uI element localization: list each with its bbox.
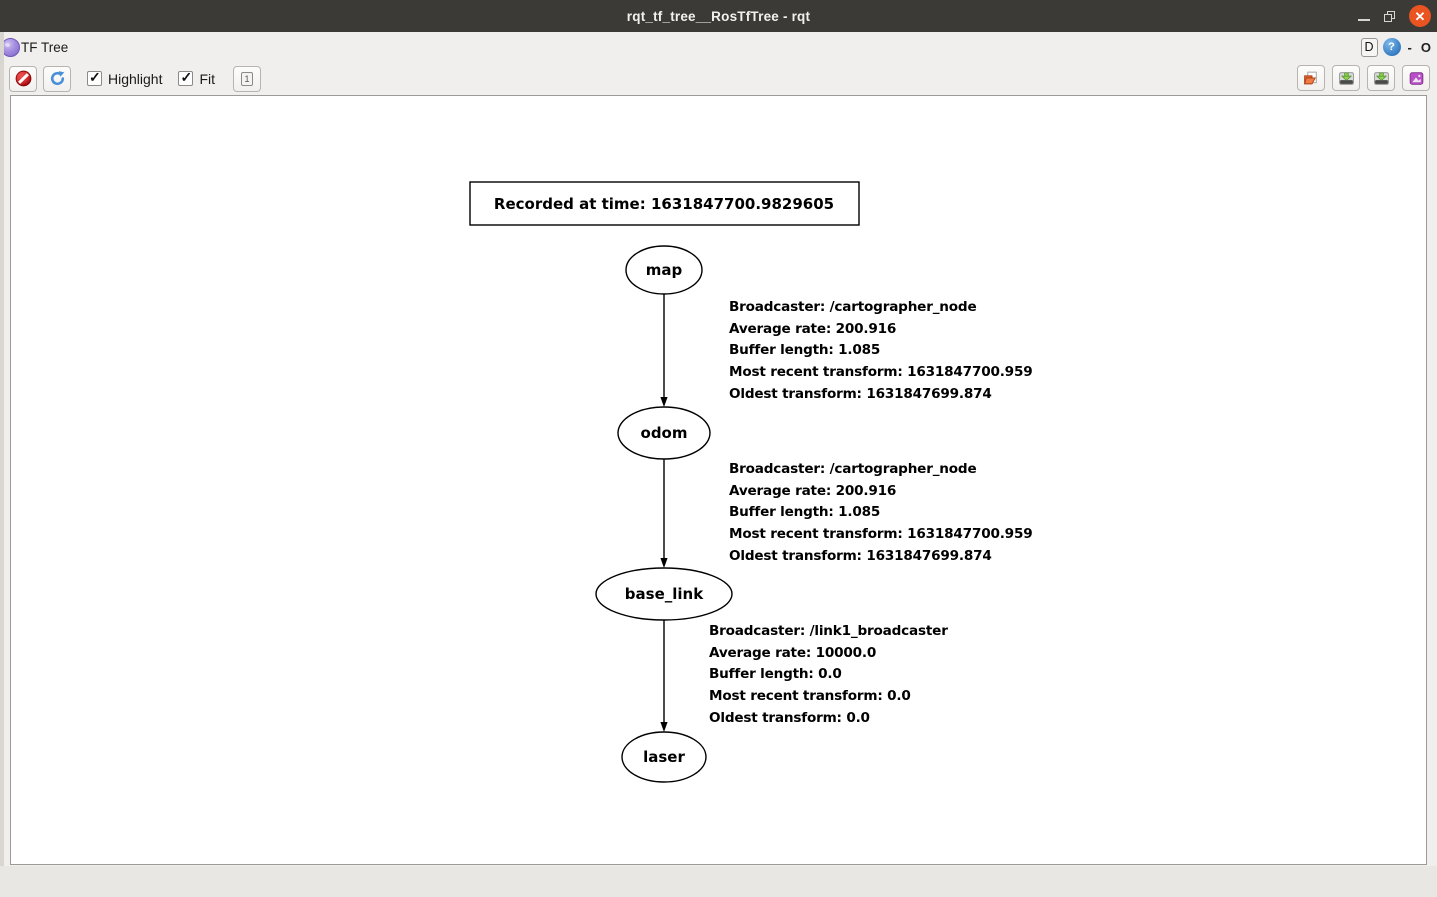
node-laser	[621, 731, 707, 783]
image-icon	[1409, 71, 1423, 85]
edge-broadcaster: Broadcaster: /cartographer_node	[729, 461, 977, 477]
save-drive-icon	[1338, 71, 1354, 85]
edge-average-rate: Average rate: 200.916	[729, 320, 897, 337]
edge-baselink-laser	[660, 620, 668, 732]
edge-average-rate: Average rate: 10000.0	[709, 644, 877, 661]
tf-tree-canvas[interactable]: Recorded at time: 1631847700.9829605 map…	[10, 95, 1427, 865]
edge-buffer-length: Buffer length: 1.085	[729, 342, 881, 359]
edge-broadcaster: Broadcaster: /cartographer_node	[729, 299, 977, 315]
node-label-laser: laser	[643, 748, 685, 766]
node-odom	[617, 406, 711, 460]
dock-controls: D ? - O	[1360, 32, 1433, 62]
fit-checkbox-group[interactable]: Fit	[178, 69, 216, 87]
window-bottom-margin	[0, 866, 1437, 897]
clear-highlight-button[interactable]	[9, 65, 37, 92]
tf-tree-toolbar: Highlight Fit 1	[0, 62, 1437, 95]
refresh-icon	[50, 71, 64, 86]
fit-label: Fit	[199, 70, 216, 87]
edge-most-recent: Most recent transform: 1631847700.959	[729, 526, 1033, 543]
edge-label-map-odom: Broadcaster: /cartographer_node Average …	[729, 297, 1033, 406]
edge-oldest: Oldest transform: 1631847699.874	[729, 385, 992, 402]
save-dot-button[interactable]	[1332, 65, 1360, 91]
refresh-button[interactable]	[43, 65, 71, 92]
node-base-link	[595, 567, 733, 621]
edge-map-odom	[660, 294, 668, 407]
load-dot-button[interactable]	[1297, 65, 1325, 91]
edge-buffer-length: Buffer length: 0.0	[709, 666, 842, 683]
edge-buffer-length: Buffer length: 1.085	[729, 504, 881, 521]
dock-minimize-button[interactable]: -	[1407, 39, 1412, 55]
minimize-icon[interactable]	[1358, 19, 1370, 21]
dock-splitter[interactable]	[0, 32, 4, 897]
arrowhead-icon	[660, 558, 668, 568]
open-folder-icon	[1303, 71, 1317, 84]
close-icon[interactable]: ✕	[1409, 5, 1431, 27]
save-drive-icon	[1373, 71, 1389, 85]
edge-oldest: Oldest transform: 1631847699.874	[729, 547, 992, 564]
edge-oldest: Oldest transform: 0.0	[709, 709, 870, 726]
no-entry-icon	[15, 70, 31, 87]
edge-broadcaster: Broadcaster: /link1_broadcaster	[709, 623, 948, 639]
node-label-base-link: base_link	[624, 585, 704, 603]
edge-average-rate: Average rate: 200.916	[729, 482, 897, 499]
zoom-100-icon: 1	[241, 71, 254, 86]
highlight-checkbox[interactable]	[87, 69, 102, 86]
recorded-time-label: Recorded at time: 1631847700.9829605	[493, 195, 835, 213]
restore-icon[interactable]	[1384, 10, 1395, 22]
help-icon[interactable]: ?	[1382, 38, 1401, 56]
highlight-checkbox-group[interactable]: Highlight	[87, 69, 163, 87]
window-titlebar[interactable]: rqt_tf_tree__RosTfTree - rqt ✕	[0, 0, 1437, 32]
node-label-odom: odom	[640, 424, 688, 442]
window-title: rqt_tf_tree__RosTfTree - rqt	[626, 8, 811, 24]
edge-odom-baselink	[660, 459, 668, 568]
save-image-button[interactable]	[1402, 65, 1430, 91]
tf-tree-graph	[469, 181, 860, 783]
zoom-100-button[interactable]: 1	[233, 65, 262, 92]
node-label-map: map	[645, 261, 683, 279]
arrowhead-icon	[660, 397, 668, 407]
edge-most-recent: Most recent transform: 0.0	[709, 688, 911, 705]
restore-front-square	[1384, 13, 1392, 22]
highlight-label: Highlight	[108, 70, 163, 87]
edge-label-odom-baselink: Broadcaster: /cartographer_node Average …	[729, 459, 1033, 568]
toolbar-left-group: Highlight Fit 1	[9, 65, 262, 92]
node-map	[625, 245, 703, 295]
arrowhead-icon	[660, 722, 668, 732]
fit-checkbox[interactable]	[178, 69, 194, 86]
edge-label-baselink-laser: Broadcaster: /link1_broadcaster Average …	[709, 621, 948, 730]
edge-most-recent: Most recent transform: 1631847700.959	[729, 364, 1033, 381]
dock-titlebar: TF Tree D ? - O	[0, 32, 1437, 62]
window-controls: ✕	[1358, 0, 1431, 32]
dock-title: TF Tree	[21, 39, 69, 55]
toolbar-right-group	[1297, 65, 1430, 91]
dock-float-button[interactable]: O	[1420, 39, 1431, 55]
save-svg-button[interactable]	[1367, 65, 1395, 91]
dock-detach-button[interactable]: D	[1360, 37, 1378, 57]
recorded-time-box	[469, 181, 860, 226]
